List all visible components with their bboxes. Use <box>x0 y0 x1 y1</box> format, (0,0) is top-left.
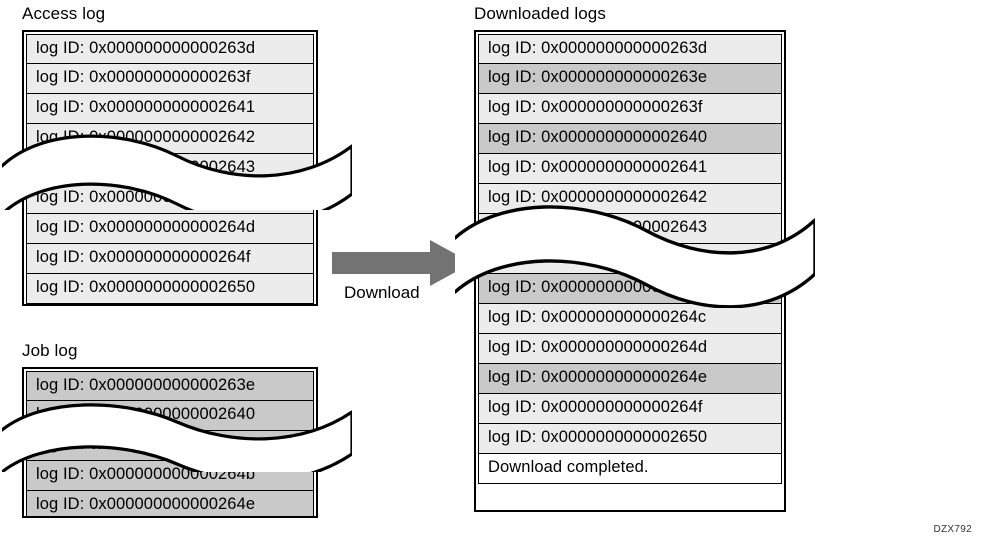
downloaded_logs-row: log ID: 0x000000000000264b <box>478 274 782 304</box>
access_log-row: log ID: 0x000000000000263f <box>26 64 314 94</box>
downloaded_logs-row: log ID: 0x000000000000264f <box>478 394 782 424</box>
job-log-title: Job log <box>22 341 78 360</box>
access_log-row: log ID: 0x000000000000264d <box>26 214 314 244</box>
access_log-row: log ID: 0x0000000000002650 <box>26 274 314 304</box>
downloaded_logs-row: log ID: 0x000000000000264a <box>478 244 782 274</box>
job_log-row: log ID: 0x000000000000264b <box>26 461 314 491</box>
access-log-title: Access log <box>22 4 106 23</box>
access_log-row: log ID: 0x0000000000002642 <box>26 124 314 154</box>
downloaded_logs-row: log ID: 0x000000000000263f <box>478 94 782 124</box>
downloaded_logs-row: log ID: 0x000000000000264c <box>478 304 782 334</box>
downloaded_logs-row: log ID: 0x000000000000263e <box>478 64 782 94</box>
job_log-row: log ID: 0x0000000000002640 <box>26 401 314 431</box>
figure-code: DZX792 <box>933 524 972 535</box>
job_log-row: log ID: 0x000000000000264e <box>26 491 314 516</box>
access_log-row: log ID: 0x0000000000002641 <box>26 94 314 124</box>
downloaded_logs-row: log ID: 0x0000000000002650 <box>478 424 782 454</box>
access_log-row: log ID: 0x000000000000264f <box>26 244 314 274</box>
downloaded_logs-row: Download completed. <box>478 454 782 484</box>
downloaded_logs-row: log ID: 0x0000000000002640 <box>478 124 782 154</box>
job_log-row: log ID: 0x000000000000263e <box>26 371 314 401</box>
access_log-row: log ID: 0x0000000000002643 <box>26 154 314 184</box>
access_log-row: log ID: 0x000000000000263d <box>26 34 314 64</box>
job_log-row: log ID: 0x0000000000002644 <box>26 431 314 461</box>
downloaded_logs-row: log ID: 0x0000000000002641 <box>478 154 782 184</box>
download-label: Download <box>344 283 420 302</box>
download-arrow-icon <box>332 240 472 286</box>
downloaded-logs-title: Downloaded logs <box>474 4 606 23</box>
access_log-row: log ID: 0x000000000000264c <box>26 184 314 214</box>
downloaded_logs-row: log ID: 0x0000000000002643 <box>478 214 782 244</box>
downloaded_logs-row: log ID: 0x000000000000264e <box>478 364 782 394</box>
downloaded_logs-row: log ID: 0x000000000000264d <box>478 334 782 364</box>
downloaded_logs-row: log ID: 0x000000000000263d <box>478 34 782 64</box>
downloaded_logs-row: log ID: 0x0000000000002642 <box>478 184 782 214</box>
